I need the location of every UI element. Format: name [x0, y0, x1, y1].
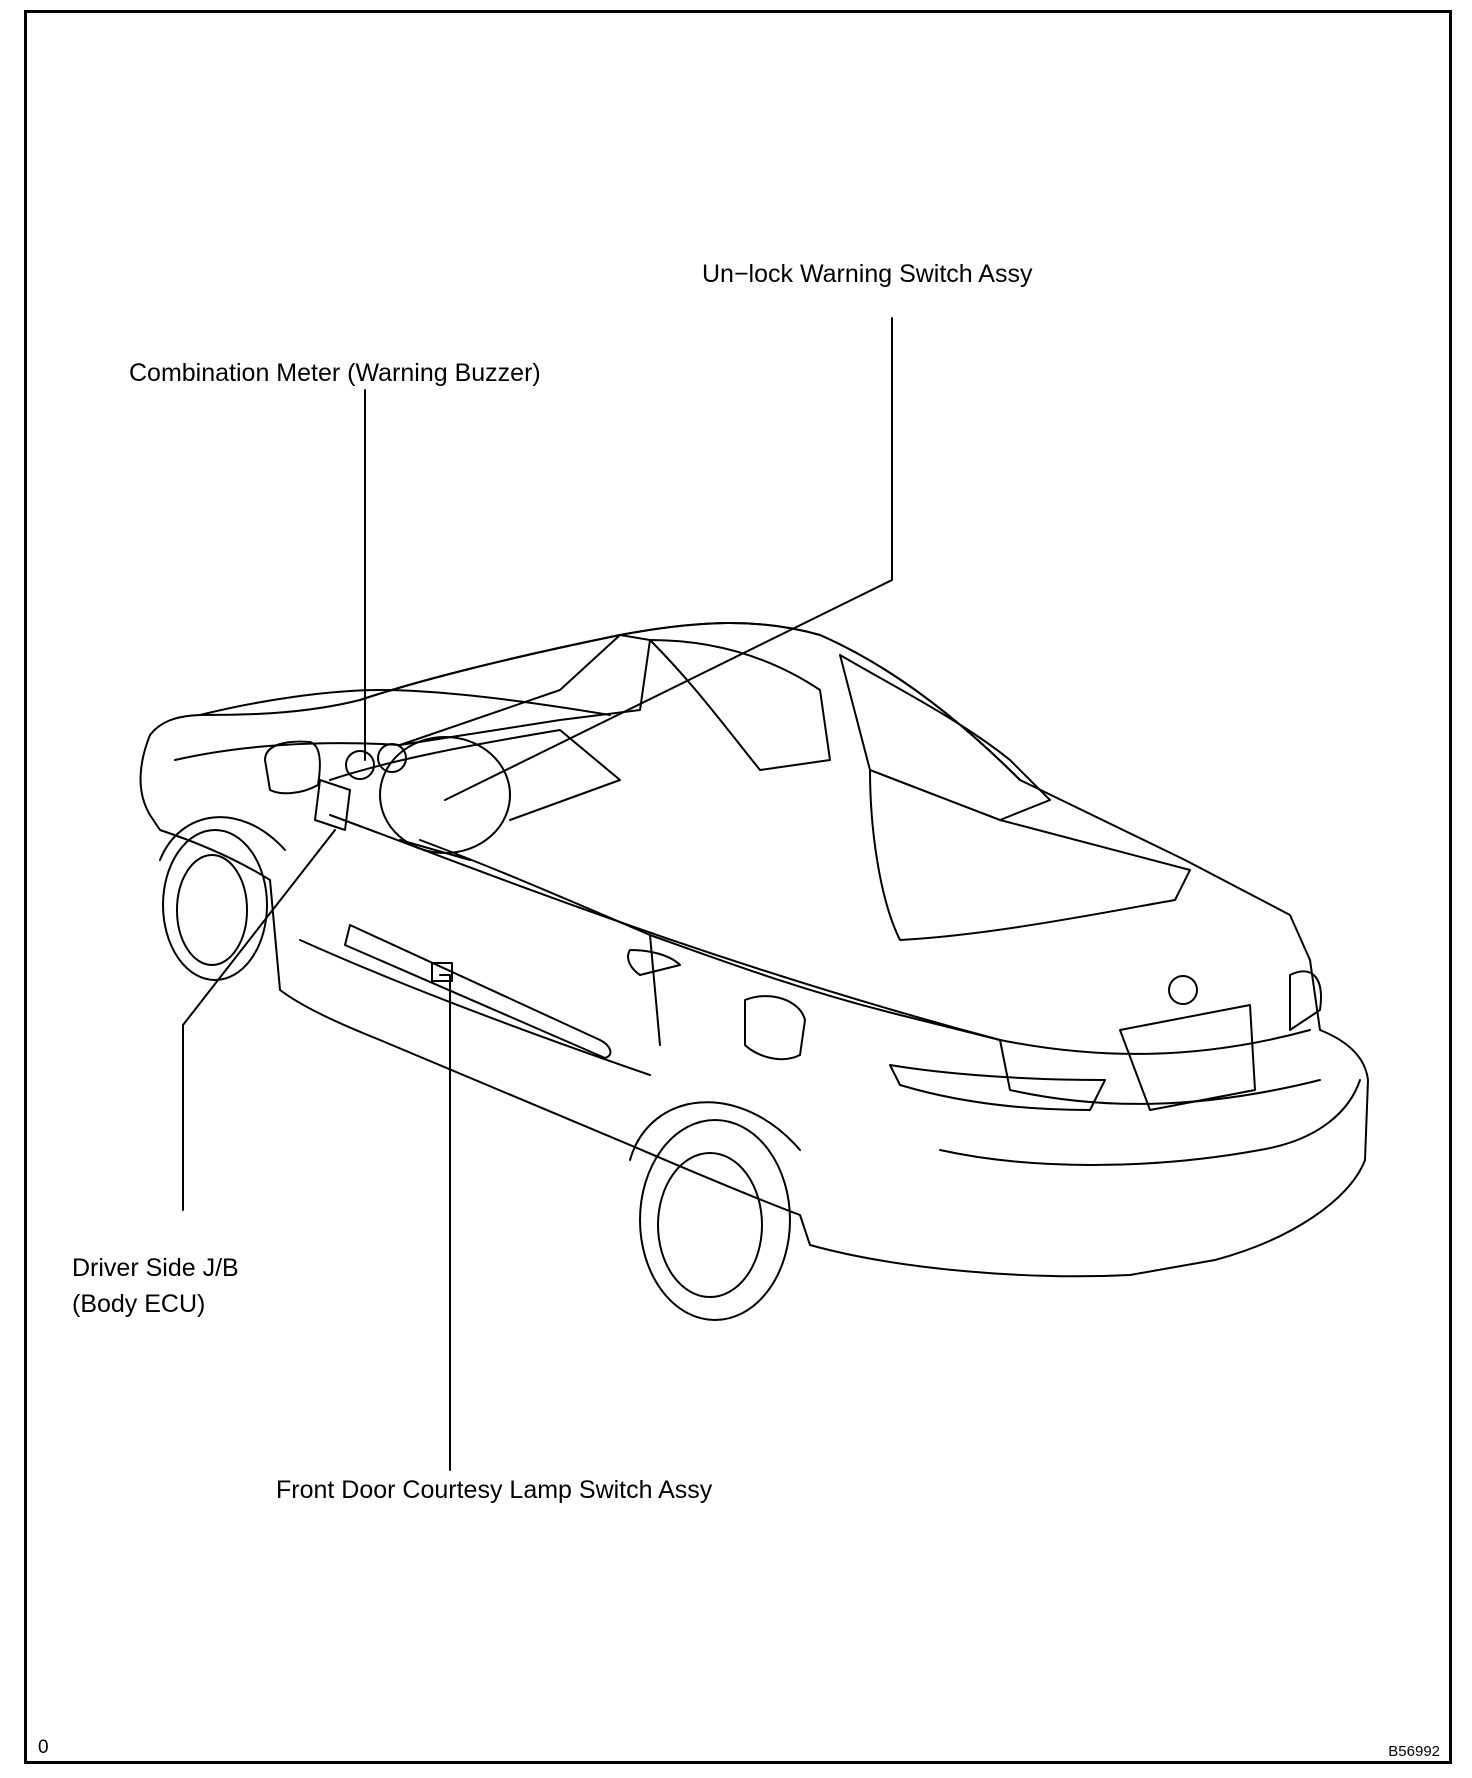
rear-door-line [649, 934, 1001, 1041]
windshield [399, 634, 651, 746]
corner-mark: 0 [38, 1737, 49, 1758]
meter-gauge-1 [345, 750, 375, 780]
front-side-window [649, 639, 831, 771]
door-lower-line [299, 939, 651, 1076]
front-wheel-arch [159, 816, 286, 861]
leader-unlock [444, 317, 893, 801]
hood-crease [174, 742, 401, 761]
tail-lamp-left [889, 1064, 1106, 1111]
rear-emblem [1168, 975, 1198, 1005]
license-plate [1119, 1004, 1256, 1111]
rear-wheel-outer [639, 1119, 791, 1321]
front-wheel-inner [176, 854, 248, 966]
label-unlock-warning-switch: Un−lock Warning Switch Assy [702, 260, 1033, 288]
label-front-door-courtesy-switch: Front Door Courtesy Lamp Switch Assy [276, 1476, 713, 1504]
body-ecu [314, 779, 351, 831]
door-handle [627, 949, 681, 976]
leader-door [439, 974, 451, 1471]
rear-bumper [939, 1079, 1361, 1166]
car-roof [359, 622, 1021, 781]
car-hood [199, 689, 611, 716]
trunk-lid [999, 1039, 1321, 1105]
rear-side-window [839, 654, 1051, 821]
rear-glass [869, 769, 1191, 941]
meter-gauge-2 [377, 743, 407, 773]
courtesy-switch [431, 962, 453, 982]
beltline [329, 814, 1311, 1055]
tail-lamp-right [1289, 970, 1322, 1031]
front-wheel-outer [162, 829, 268, 981]
side-molding [344, 924, 612, 1059]
label-driver-side-jb: Driver Side J/B [72, 1254, 239, 1282]
car-body-outline [139, 622, 1369, 1278]
diagram-frame [24, 10, 1452, 1764]
label-body-ecu: (Body ECU) [72, 1290, 206, 1318]
steering-wheel [379, 736, 511, 854]
steering-column [399, 839, 471, 861]
rear-wheel-inner [657, 1152, 763, 1298]
side-mirror [264, 740, 321, 795]
front-door-line [419, 839, 661, 1046]
leader-jb [182, 829, 336, 1211]
figure-code: B56992 [1388, 1743, 1440, 1760]
dashboard [329, 729, 621, 821]
fuel-lid [744, 995, 806, 1061]
rear-wheel-arch [629, 1101, 801, 1161]
label-combination-meter: Combination Meter (Warning Buzzer) [129, 359, 541, 387]
